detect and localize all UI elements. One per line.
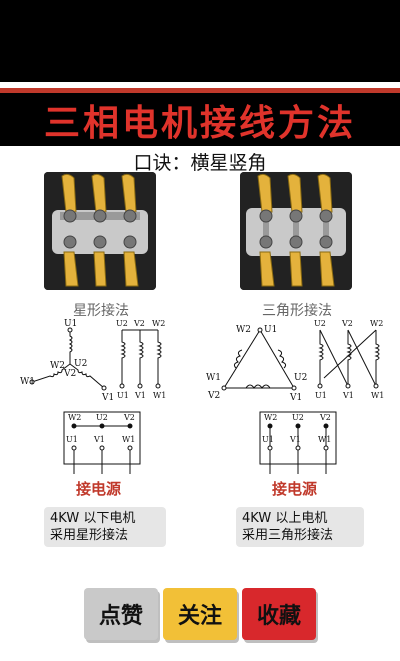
svg-text:V1: V1 [342,391,354,400]
svg-text:W2: W2 [68,413,81,422]
svg-text:U1: U1 [66,435,78,444]
delta-terminal-block: W2 U2 V2 U1 V1 W1 [258,410,338,476]
svg-text:W1: W1 [20,377,35,387]
svg-text:W2: W2 [236,325,251,335]
delta-method-label: 三角形接法 [262,303,332,319]
delta-terminal-photo [240,172,352,290]
svg-text:V1: V1 [93,435,105,444]
svg-text:V1: V1 [101,393,114,403]
svg-text:V2: V2 [207,391,220,401]
svg-text:U1: U1 [262,435,274,444]
svg-text:W2: W2 [264,413,277,422]
svg-text:V2: V2 [123,413,135,422]
mnemonic-subtitle: 口诀：横星竖角 [133,152,267,174]
svg-text:U1: U1 [64,319,77,329]
title-banner: 三相电机接线方法 [0,88,400,146]
svg-text:U2: U2 [96,413,108,422]
svg-text:U1: U1 [117,391,129,400]
delta-power-label: 接电源 [272,480,318,498]
svg-text:W1: W1 [318,435,331,444]
like-button[interactable]: 点赞 [84,588,158,640]
svg-text:W1: W1 [371,391,384,400]
delta-note-line2: 采用三角形接法 [242,528,334,543]
svg-text:U1: U1 [315,391,327,400]
svg-text:V1: V1 [134,391,146,400]
star-power-label: 接电源 [76,480,122,498]
favorite-button[interactable]: 收藏 [242,588,316,640]
star-terminal-photo [44,172,156,290]
svg-text:U2: U2 [292,413,304,422]
svg-text:U2: U2 [294,373,307,383]
svg-text:W1: W1 [206,373,221,383]
follow-button[interactable]: 关注 [163,588,237,640]
svg-text:V2: V2 [133,319,145,328]
svg-text:V1: V1 [289,435,301,444]
svg-text:V1: V1 [289,393,302,403]
svg-text:U2: U2 [116,319,128,328]
star-note-line1: 4KW 以下电机 [50,511,136,526]
svg-text:U2: U2 [74,359,87,369]
page-title: 三相电机接线方法 [43,101,356,144]
star-method-label: 星形接法 [73,303,129,319]
svg-text:V2: V2 [63,369,76,379]
svg-text:V2: V2 [341,319,353,328]
svg-text:U2: U2 [314,319,326,328]
svg-text:U1: U1 [264,325,277,335]
star-note-box: 4KW 以下电机 采用星形接法 [44,507,166,547]
star-terminal-block: W2 U2 V2 U1 V1 W1 [62,410,142,476]
svg-text:W2: W2 [50,361,65,371]
svg-text:W1: W1 [153,391,166,400]
svg-text:W1: W1 [122,435,135,444]
svg-text:W2: W2 [370,319,383,328]
delta-note-box: 4KW 以上电机 采用三角形接法 [236,507,364,547]
delta-note-line1: 4KW 以上电机 [242,511,328,526]
svg-text:W2: W2 [152,319,165,328]
top-black-band [0,0,400,82]
star-note-line2: 采用星形接法 [50,528,129,543]
svg-text:V2: V2 [319,413,331,422]
